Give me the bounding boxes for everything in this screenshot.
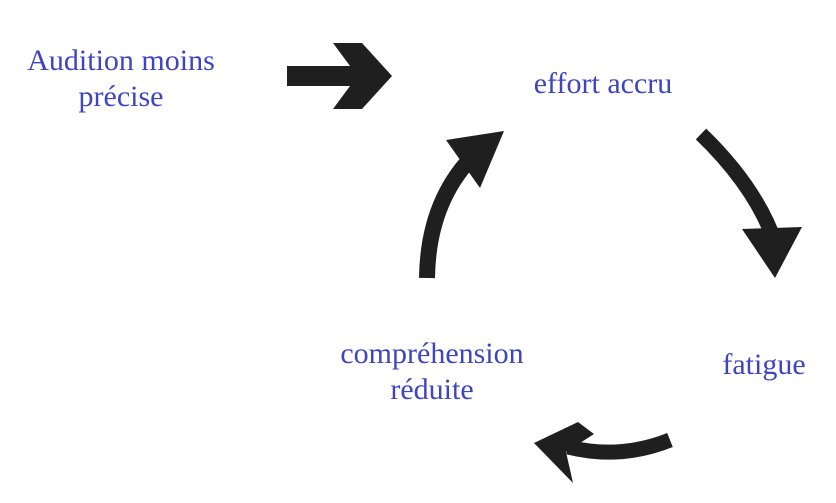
curved-arrow-left-icon [534, 422, 673, 483]
node-audition-line2: précise [78, 80, 164, 113]
node-audition-line1: Audition moins [27, 44, 215, 77]
node-effort-accru: effort accru [522, 66, 684, 102]
node-comprehension-line1: compréhension [340, 337, 524, 370]
node-effort-line1: effort accru [533, 67, 673, 100]
right-arrow-icon [287, 43, 392, 109]
curved-arrow-down-icon [695, 128, 802, 278]
curved-arrow-up-icon [419, 131, 504, 279]
node-fatigue: fatigue [714, 347, 814, 383]
node-comprehension-line2: réduite [390, 373, 474, 406]
node-comprehension-reduite: compréhension réduite [326, 336, 538, 408]
node-fatigue-line1: fatigue [722, 348, 806, 381]
node-audition-moins-precise: Audition moins précise [16, 43, 226, 115]
